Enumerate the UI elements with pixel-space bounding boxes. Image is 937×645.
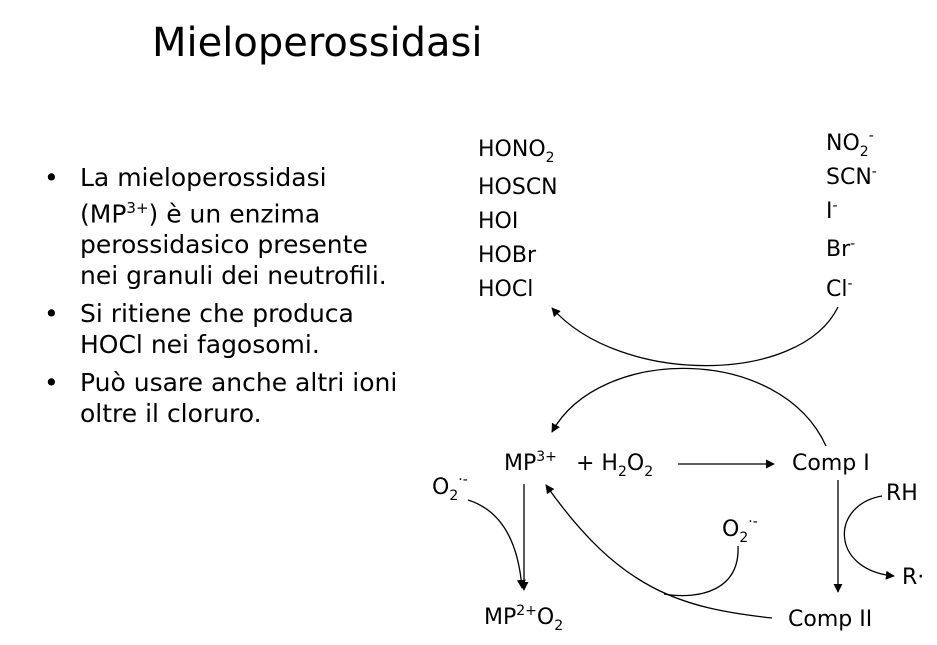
substrate-bromide: Br- xyxy=(826,236,855,262)
bullet-item: • La mieloperossidasi (MP3+) è un enzima… xyxy=(44,162,404,291)
substrate-chloride: Cl- xyxy=(826,276,853,302)
mp2o2-label: MP2+O2 xyxy=(484,603,563,634)
product-hoi: HOI xyxy=(478,209,518,234)
product-hobr: HOBr xyxy=(478,243,537,268)
arrow-compII-to-mp3 xyxy=(545,484,773,619)
product-hono2: HONO2 xyxy=(478,137,555,166)
comp1-label: Comp I xyxy=(792,451,870,476)
bullet-text: La mieloperossidasi (MP xyxy=(80,163,327,229)
arrow-compI-to-mp3 xyxy=(551,367,827,447)
product-hocl: HOCl xyxy=(478,277,533,302)
substrate-scn: SCN- xyxy=(826,164,877,190)
bullet-text-post: ) è un enzima perossidasico presente nei… xyxy=(80,199,387,291)
superoxide-right-label: O2·- xyxy=(722,514,758,546)
substrate-no2: NO2- xyxy=(826,128,874,160)
bullet-dot: • xyxy=(44,299,59,329)
superoxide-left-label: O2·- xyxy=(432,472,468,504)
bullet-item: • Si ritiene che produca HOCl nei fagoso… xyxy=(44,298,404,360)
superoxide-right-curve xyxy=(663,545,739,597)
plus-h2o2-label: + H2O2 xyxy=(576,451,653,480)
substrate-iodide: I- xyxy=(826,198,838,224)
bullet-sup: 3+ xyxy=(126,199,149,217)
bullet-text: Può usare anche altri ioni oltre il clor… xyxy=(80,368,398,429)
r-radical-label: R· xyxy=(902,565,924,590)
page-title: Mieloperossidasi xyxy=(152,20,483,66)
product-hoscn: HOSCN xyxy=(478,175,558,200)
arrow-substrate-to-product xyxy=(551,306,839,367)
bullet-dot: • xyxy=(44,163,59,192)
arrow-superoxide-to-mp2o2 xyxy=(467,499,526,589)
bullet-list: • La mieloperossidasi (MP3+) è un enzima… xyxy=(44,162,404,436)
bullet-item: • Può usare anche altri ioni oltre il cl… xyxy=(44,367,404,429)
bullet-dot: • xyxy=(44,368,59,398)
rh-label: RH xyxy=(886,481,918,506)
arrow-rh-to-r xyxy=(843,495,895,580)
mp3-label: MP3+ xyxy=(504,449,557,476)
bullet-text: Si ritiene che produca HOCl nei fagosomi… xyxy=(80,299,354,360)
comp2-label: Comp II xyxy=(788,607,872,632)
